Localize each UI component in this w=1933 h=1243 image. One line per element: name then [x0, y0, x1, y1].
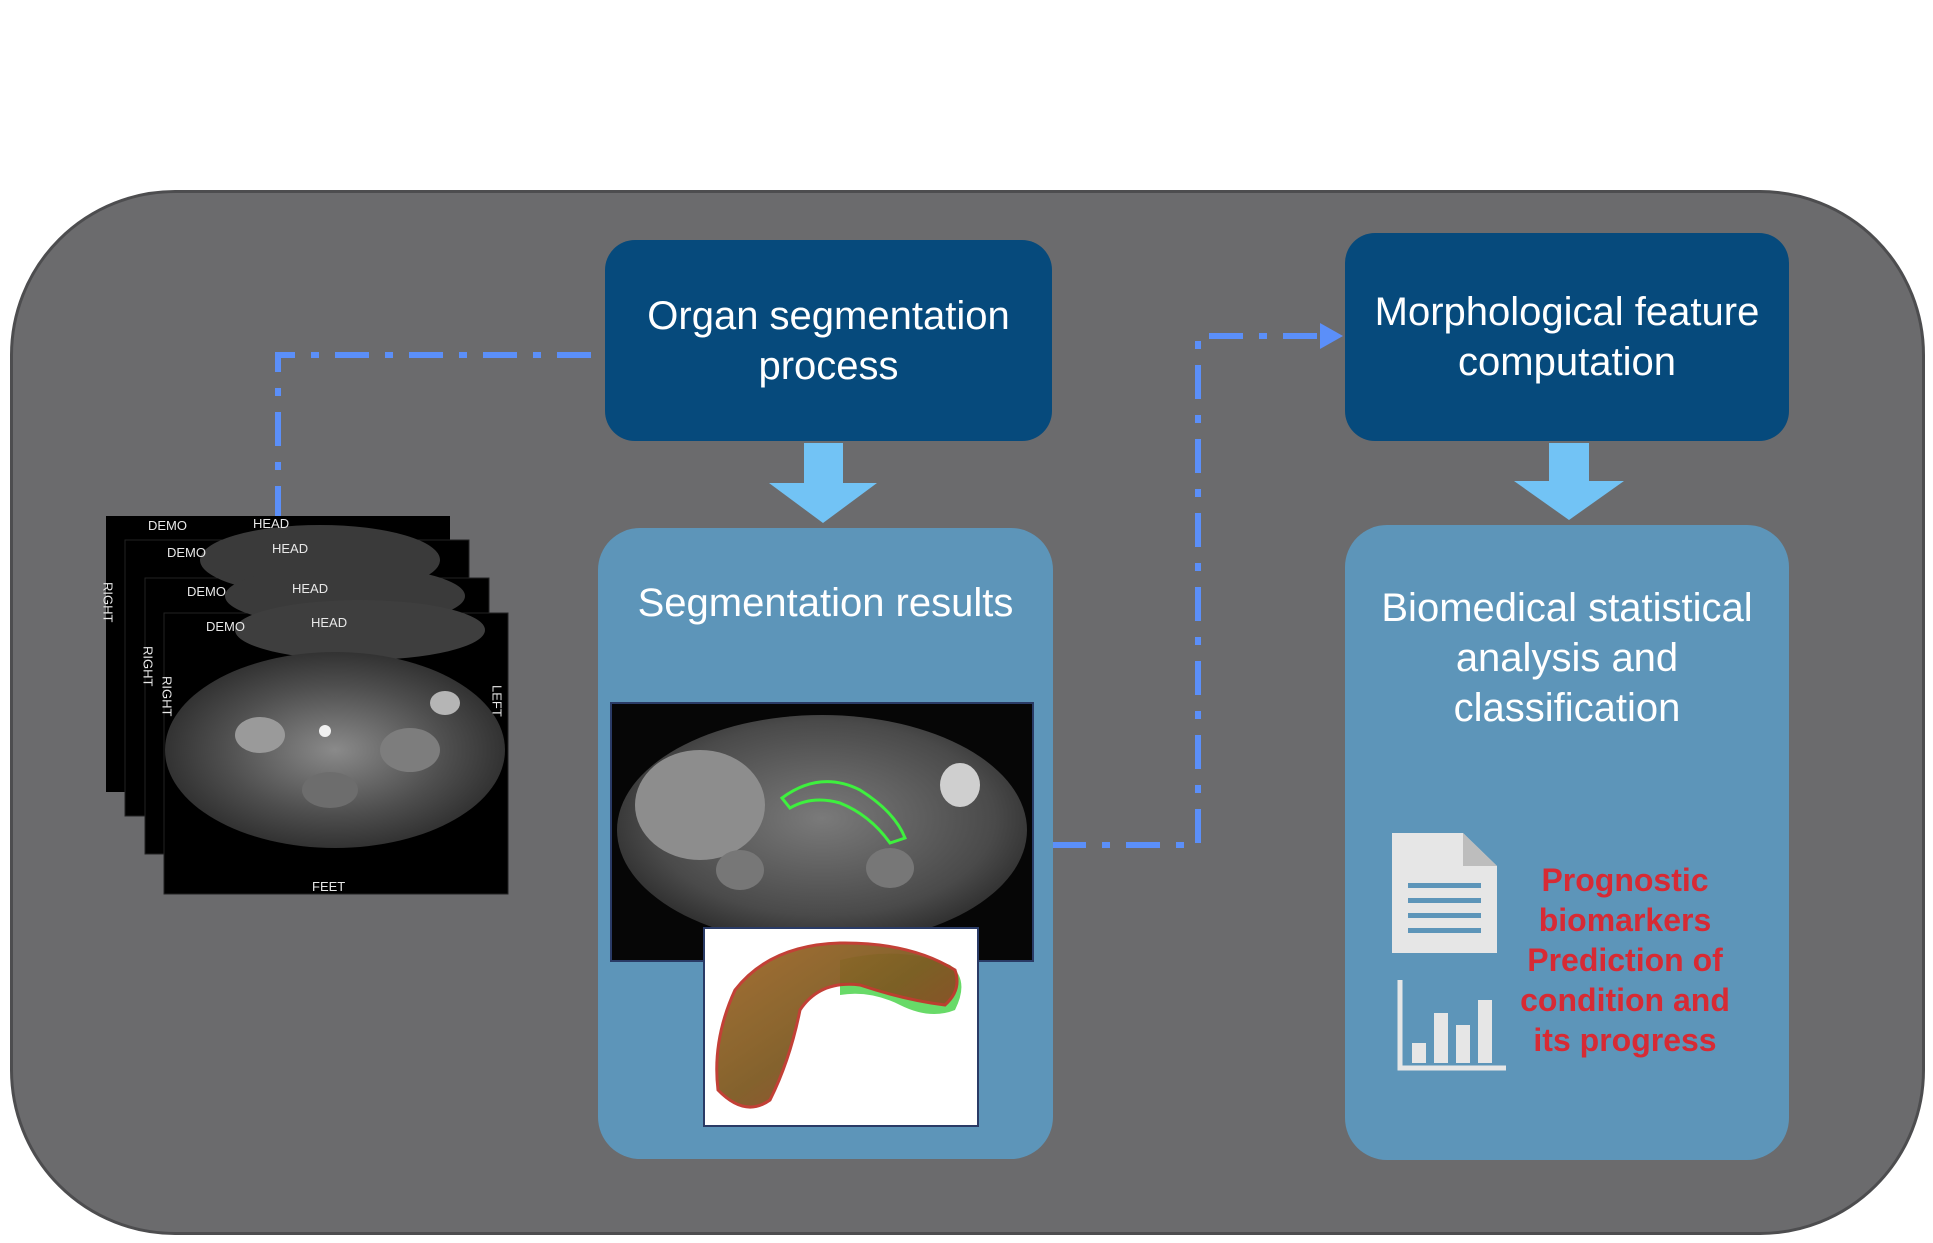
mri-left-label: LEFT: [490, 685, 505, 717]
mri-demo-label-3: DEMO: [187, 584, 226, 599]
mri-scan-kidney-left: [716, 850, 764, 890]
pancreas-3d-body: [715, 941, 959, 1109]
document-icon: [1392, 833, 1497, 953]
mri-organ-1: [235, 717, 285, 753]
mri-organ-3: [302, 772, 358, 808]
mri-body-front: [165, 652, 505, 848]
mri-scan-liver: [635, 750, 765, 860]
mri-right-label-2: RIGHT: [141, 646, 156, 687]
organ-segmentation-box: Organ segmentation process: [605, 240, 1052, 441]
mri-scan-organ: [940, 763, 980, 807]
down-arrow-segmentation: [769, 443, 877, 523]
mri-organ-4: [319, 725, 331, 737]
mri-head-label-3: HEAD: [292, 581, 328, 596]
prediction-text: Prediction of condition and its progress: [1520, 942, 1730, 1058]
mri-head-label-2: HEAD: [272, 541, 308, 556]
bar-chart-icon: [1397, 980, 1506, 1071]
down-arrow-feature: [1514, 443, 1624, 520]
mri-demo-label-2: DEMO: [167, 545, 206, 560]
dashed-arrowhead-feature: [1320, 323, 1343, 349]
mri-scan-kidney-right: [866, 848, 914, 888]
pancreas-contour: [779, 780, 907, 845]
dashed-connector-results-to-feature: [1052, 333, 1320, 848]
mri-feet-label: FEET: [312, 879, 345, 894]
mri-right-label-3: RIGHT: [160, 676, 175, 717]
prognostic-biomarkers-text: Prognostic biomarkers: [1538, 862, 1712, 938]
mri-demo-label-4: DEMO: [206, 619, 245, 634]
mri-organ-5: [430, 691, 460, 715]
dashed-connector-mri-to-segmentation: [275, 352, 620, 520]
morphological-feature-label: Morphological feature computation: [1374, 290, 1760, 384]
mri-head-label-1: HEAD: [253, 516, 289, 531]
mri-head-label-4: HEAD: [311, 615, 347, 630]
morphological-feature-box: Morphological feature computation: [1345, 233, 1789, 441]
biomedical-analysis-title: Biomedical statistical analysis and clas…: [1381, 586, 1753, 730]
organ-segmentation-label: Organ segmentation process: [647, 293, 1010, 388]
mri-body-mid2: [235, 600, 485, 660]
segmentation-results-title: Segmentation results: [637, 581, 1014, 625]
mri-organ-2: [380, 728, 440, 772]
mri-demo-label-1: DEMO: [148, 518, 187, 533]
mri-right-label-1: RIGHT: [101, 582, 116, 623]
